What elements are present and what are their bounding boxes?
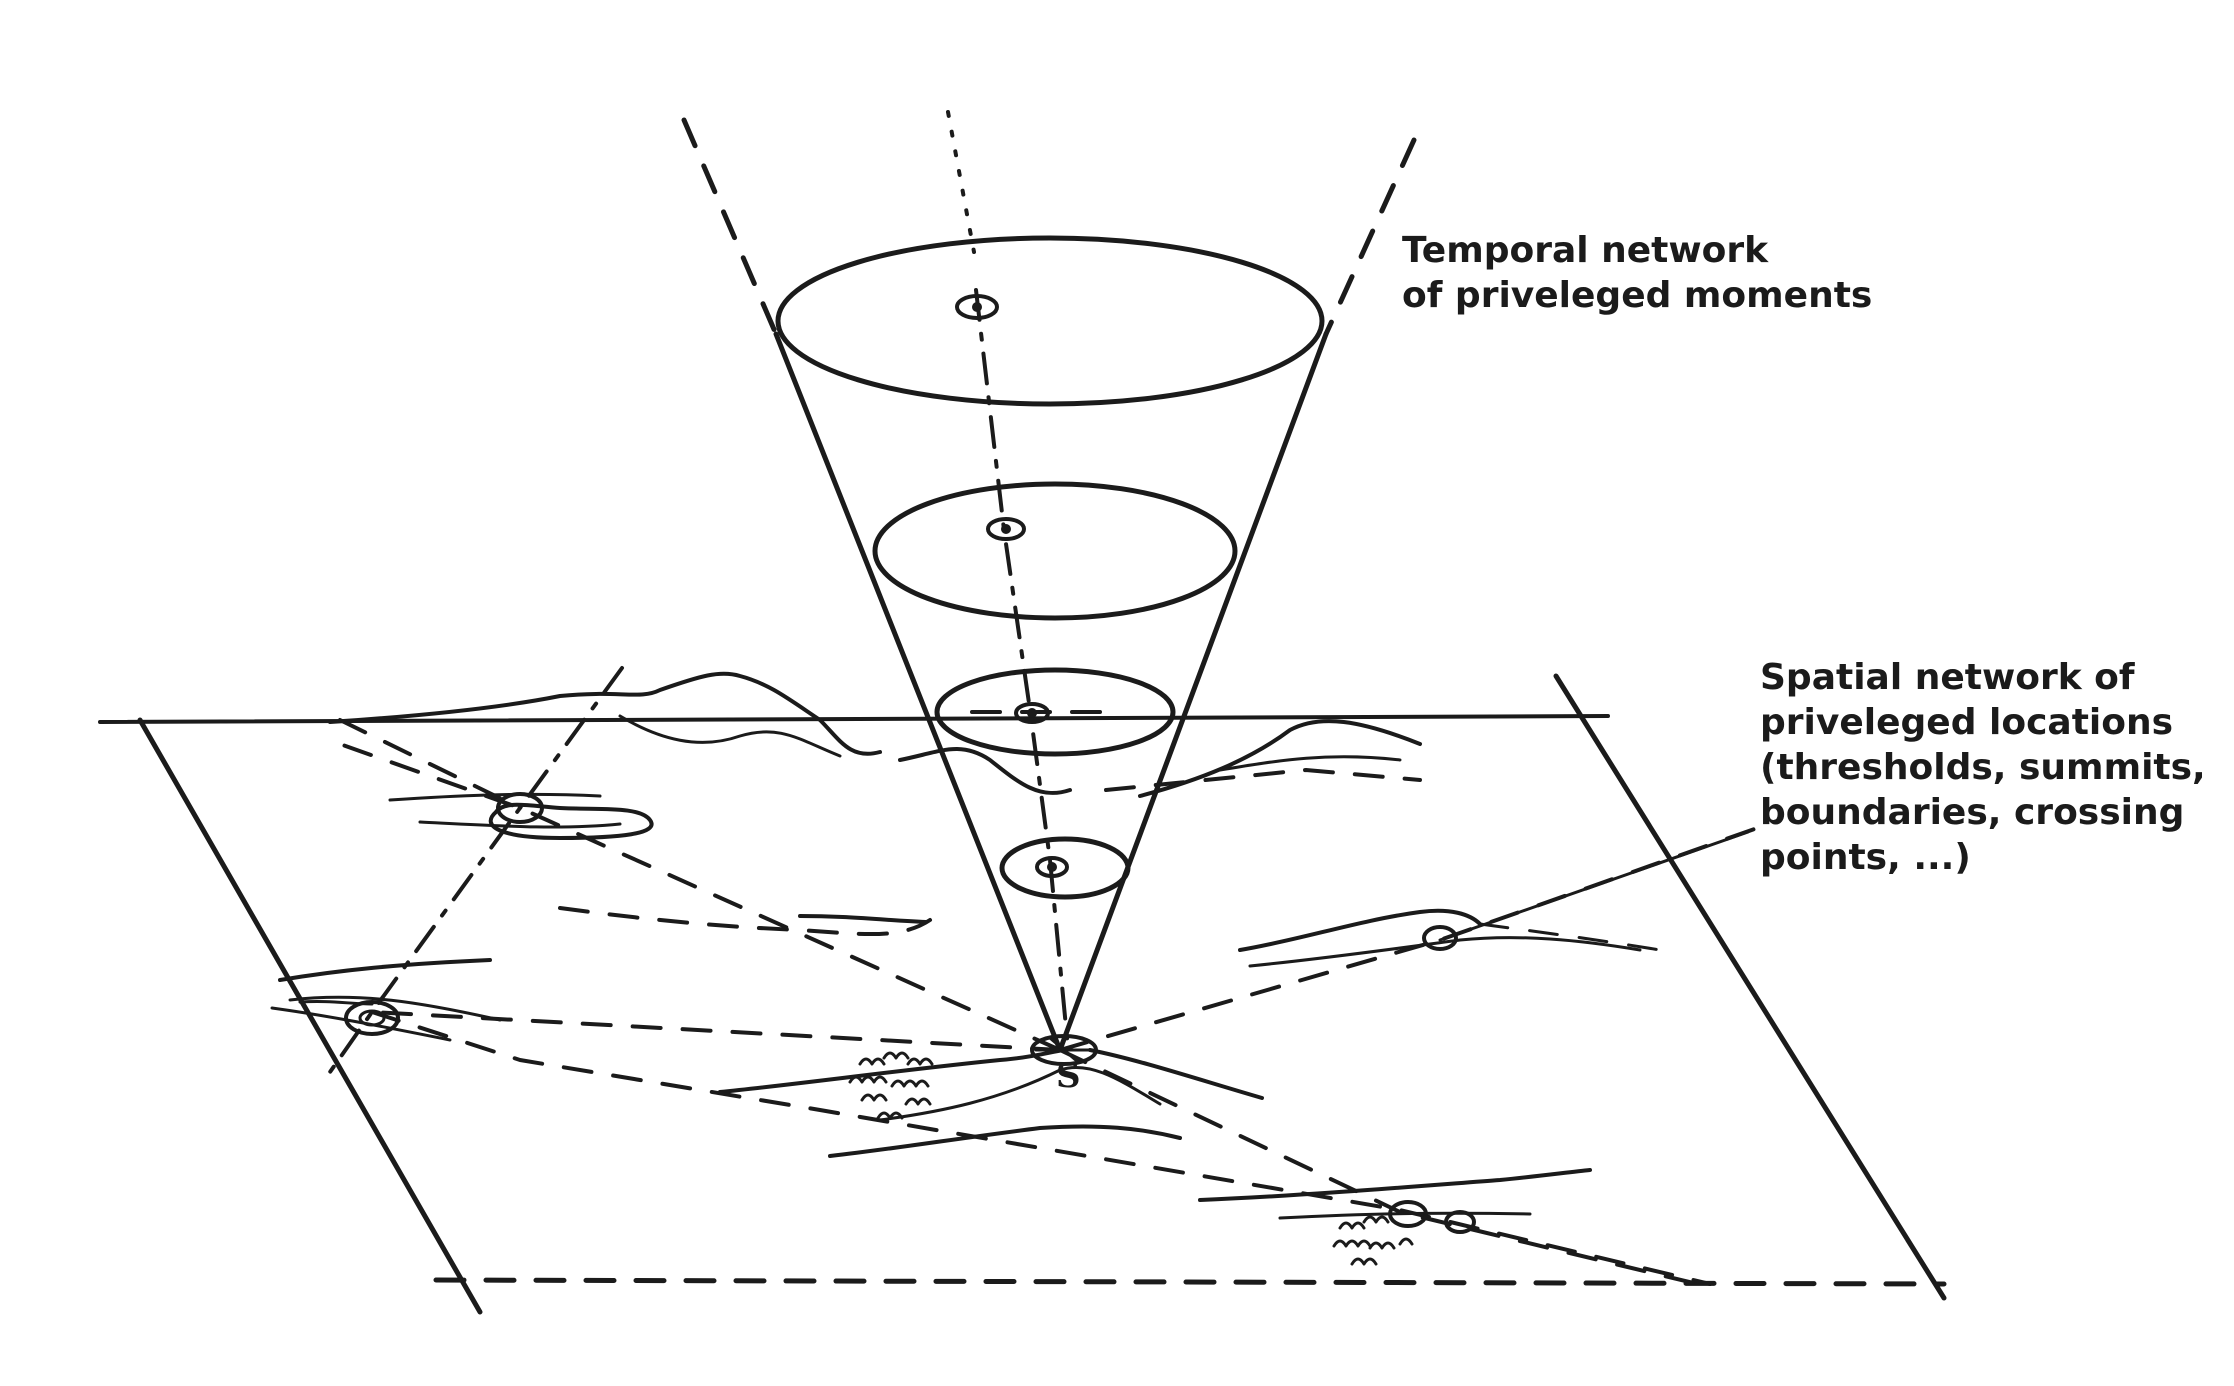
left-valley-bottom — [270, 1006, 452, 1042]
path-west-to-front — [370, 1010, 1712, 1286]
spatial-label-line-4: boundaries, crossing — [1760, 792, 2185, 833]
location-west — [298, 999, 400, 1036]
time-slice-4 — [999, 836, 1131, 900]
moment-marker-1 — [955, 294, 999, 320]
location-origin — [1030, 1034, 1098, 1066]
spatial-leader-line — [1438, 830, 1750, 942]
moment-marker-2 — [986, 517, 1026, 541]
front-hill-top — [1198, 1168, 1592, 1202]
right-hill-right-dash — [1478, 922, 1662, 952]
left-valley-mid — [288, 995, 502, 1022]
temporal-label-line-1: Temporal network — [1402, 230, 1769, 271]
mountain-ridge-right — [898, 747, 1072, 796]
location-east — [1422, 925, 1458, 951]
path-origin-to-lake — [338, 742, 1062, 1052]
right-hill-ridge — [1138, 719, 1422, 798]
plane-right-edge — [1553, 673, 1947, 1301]
plane-left-edge — [137, 717, 483, 1315]
mid-stream — [558, 906, 932, 937]
time-slice-3 — [934, 667, 1176, 757]
right-hill-bottom — [1248, 936, 1642, 968]
right-hill-ridge-lower — [1218, 755, 1402, 772]
path-origin-to-west — [370, 1010, 1062, 1052]
time-slice-1 — [775, 235, 1325, 407]
time-slice-2 — [872, 481, 1238, 621]
mountain-ridge-inner — [618, 714, 842, 758]
temporal-cone — [681, 117, 1417, 1053]
temporal-axis — [946, 110, 1070, 1050]
spatial-label-line-3: (thresholds, summits, — [1760, 747, 2206, 788]
path-lake-to-west — [328, 666, 624, 1074]
central-hill-right-slope — [1088, 1048, 1264, 1100]
location-nodes — [298, 792, 1476, 1234]
origin-point-label: S — [1056, 1056, 1081, 1096]
path-ridge-east — [1104, 768, 1422, 792]
front-hill-bottom — [1278, 1211, 1532, 1220]
spatial-network-label: Spatial network of priveleged locations … — [1760, 655, 2206, 880]
spatial-network — [328, 666, 1782, 1288]
left-valley-top — [278, 958, 492, 982]
shrub-cluster-front — [1332, 1215, 1414, 1266]
cone-left-extension — [681, 117, 779, 337]
ground-plane — [98, 673, 1947, 1315]
plane-front-edge — [433, 1277, 1947, 1287]
spatial-label-line-5: points, ...) — [1760, 837, 1971, 878]
path-lake-north — [338, 718, 522, 810]
spatial-label-line-2: priveleged locations — [1760, 702, 2174, 743]
location-front — [1388, 1200, 1476, 1234]
location-lake — [496, 792, 544, 824]
vegetation — [848, 1051, 1414, 1266]
mountain-ridge — [328, 671, 882, 756]
plane-back-edge — [98, 714, 1610, 724]
shrub-cluster-center — [848, 1051, 934, 1120]
cone-right-side — [1057, 331, 1329, 1053]
path-origin-to-east — [1058, 818, 1782, 1052]
central-hill-ridge — [878, 1065, 1162, 1122]
moment-marker-4 — [1035, 856, 1069, 878]
temporal-label-line-2: of priveleged moments — [1402, 275, 1873, 316]
left-lake-shore-bottom — [418, 820, 622, 829]
temporal-network-label: Temporal network of priveleged moments — [1402, 228, 1872, 318]
path-origin-to-front — [1058, 1048, 1708, 1288]
cone-left-side — [773, 331, 1063, 1053]
spatial-label-line-1: Spatial network of — [1760, 657, 2135, 698]
temporal-axis-upper — [946, 110, 976, 254]
central-hill-left-slope — [718, 1048, 1066, 1094]
cone-right-extension — [1323, 137, 1417, 337]
landscape-terrain — [270, 671, 1662, 1220]
mid-stream-right — [798, 914, 928, 924]
central-hill-base — [828, 1124, 1182, 1158]
right-hill-top — [1238, 908, 1482, 952]
